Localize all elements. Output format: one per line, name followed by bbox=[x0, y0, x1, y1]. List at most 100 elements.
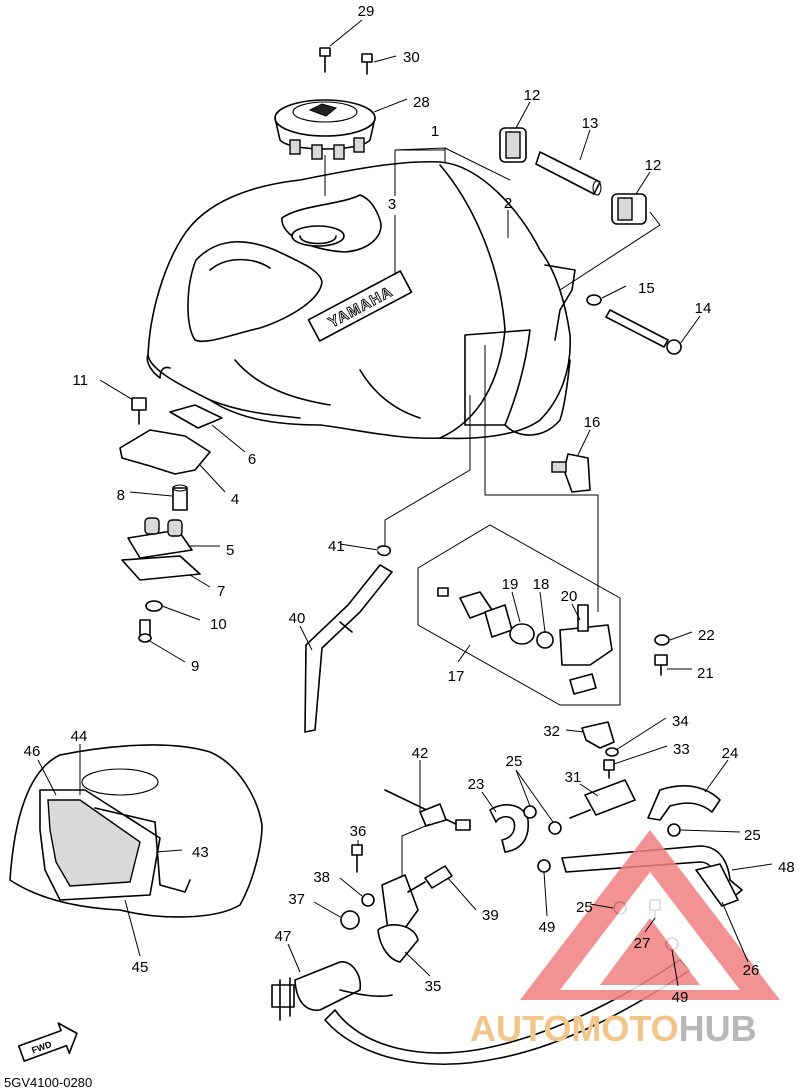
leader-line-18 bbox=[539, 591, 546, 633]
bolt-36 bbox=[351, 844, 363, 873]
leader-line-17 bbox=[457, 644, 471, 663]
callout-40: 40 bbox=[289, 610, 306, 627]
callout-7: 7 bbox=[217, 583, 225, 600]
callout-49a: 49 bbox=[539, 919, 556, 936]
callout-47: 47 bbox=[275, 928, 292, 945]
washer-34 bbox=[605, 747, 619, 757]
leader-line-39 bbox=[447, 877, 477, 911]
clamp-25a bbox=[523, 805, 537, 819]
callout-35: 35 bbox=[425, 978, 442, 995]
callout-23: 23 bbox=[468, 776, 485, 793]
callout-10: 10 bbox=[210, 616, 227, 633]
callout-49b: 49 bbox=[672, 989, 689, 1006]
leader-line-40 bbox=[299, 625, 313, 651]
callout-26: 26 bbox=[743, 962, 760, 979]
callout-45: 45 bbox=[132, 959, 149, 976]
callout-3: 3 bbox=[388, 196, 396, 213]
damper-block-5 bbox=[127, 517, 193, 559]
callout-36: 36 bbox=[350, 823, 367, 840]
fuel-cock-group-box bbox=[417, 524, 621, 706]
leader-line-33 bbox=[613, 745, 668, 765]
callout-12b: 12 bbox=[645, 157, 662, 174]
callout-20: 20 bbox=[561, 588, 578, 605]
washer-22 bbox=[654, 634, 670, 646]
leader-line-49b bbox=[671, 949, 679, 987]
leader-line-12a bbox=[515, 101, 531, 129]
leader-line-4 bbox=[199, 464, 226, 493]
fuel-cock-parts bbox=[437, 587, 613, 695]
washer-15 bbox=[586, 294, 602, 306]
bolt-11 bbox=[131, 397, 147, 425]
leader-line-25a bbox=[515, 769, 554, 823]
callout-22: 22 bbox=[698, 627, 715, 644]
leader-line-13 bbox=[579, 129, 591, 161]
leader-line-31 bbox=[579, 783, 599, 797]
callout-2: 2 bbox=[504, 195, 512, 212]
callout-41: 41 bbox=[328, 538, 345, 555]
leader-line-34 bbox=[615, 717, 667, 751]
leader-line-14 bbox=[679, 315, 701, 345]
callout-1: 1 bbox=[431, 123, 439, 140]
leader-line-23 bbox=[481, 791, 497, 813]
leader-line-10 bbox=[161, 605, 201, 621]
callout-layer: 1234567891011121213141516171819202122232… bbox=[24, 3, 795, 1006]
leader-line-19 bbox=[511, 591, 521, 623]
leader-line-43 bbox=[155, 849, 183, 853]
fuel-filter-31 bbox=[569, 779, 636, 819]
leader-line-12b bbox=[635, 171, 651, 195]
leader-line-25a bbox=[515, 769, 531, 807]
leader-line-26 bbox=[721, 901, 749, 963]
damper-12-upper bbox=[499, 127, 527, 163]
callout-19: 19 bbox=[502, 576, 519, 593]
callout-18: 18 bbox=[533, 576, 550, 593]
tube-13 bbox=[535, 151, 602, 196]
clamp-32 bbox=[581, 721, 615, 749]
bolt-21 bbox=[654, 654, 668, 676]
callout-46: 46 bbox=[24, 743, 41, 760]
damper-37 bbox=[340, 910, 360, 930]
leader-line-22 bbox=[669, 631, 693, 641]
callout-15: 15 bbox=[638, 280, 655, 297]
callout-32: 32 bbox=[543, 723, 560, 740]
callout-33: 33 bbox=[673, 741, 690, 758]
side-cover bbox=[9, 744, 263, 918]
leader-line-41 bbox=[339, 543, 379, 551]
clamp-25b bbox=[548, 821, 562, 835]
leader-line-48 bbox=[731, 863, 773, 871]
leader-line-27 bbox=[644, 917, 656, 933]
callout-31: 31 bbox=[565, 769, 582, 786]
leader-line-6 bbox=[211, 424, 246, 453]
bracket-4 bbox=[119, 429, 211, 475]
leader-line-7 bbox=[189, 574, 211, 588]
fuel-pump-47 bbox=[271, 961, 393, 1021]
callout-29: 29 bbox=[358, 3, 375, 20]
leader-line-24 bbox=[704, 759, 729, 793]
callout-27: 27 bbox=[634, 935, 651, 952]
collar-8 bbox=[172, 484, 188, 511]
washer-10 bbox=[145, 600, 163, 612]
callout-16: 16 bbox=[584, 414, 601, 431]
callout-42: 42 bbox=[412, 745, 429, 762]
callout-38: 38 bbox=[313, 869, 330, 886]
leader-line-16 bbox=[577, 429, 591, 456]
bolt-14 bbox=[605, 309, 682, 355]
callout-14: 14 bbox=[695, 300, 712, 317]
watermark-text-part2: HUB bbox=[678, 1008, 757, 1049]
plate-6 bbox=[169, 404, 223, 429]
callout-43: 43 bbox=[192, 844, 209, 861]
callout-9: 9 bbox=[191, 658, 199, 675]
leader-line-30 bbox=[373, 55, 397, 63]
leader-line-38 bbox=[339, 877, 363, 897]
bolt-29 bbox=[319, 47, 331, 73]
bolt-39 bbox=[407, 865, 453, 893]
callout-30: 30 bbox=[403, 49, 420, 66]
leader-line-49a bbox=[543, 871, 548, 917]
callout-12a: 12 bbox=[524, 87, 541, 104]
callout-25b: 25 bbox=[744, 827, 761, 844]
plate-7 bbox=[121, 555, 201, 581]
leader-line-32 bbox=[565, 729, 585, 733]
bracket-16 bbox=[551, 453, 591, 493]
leader-line-25b bbox=[680, 829, 741, 833]
